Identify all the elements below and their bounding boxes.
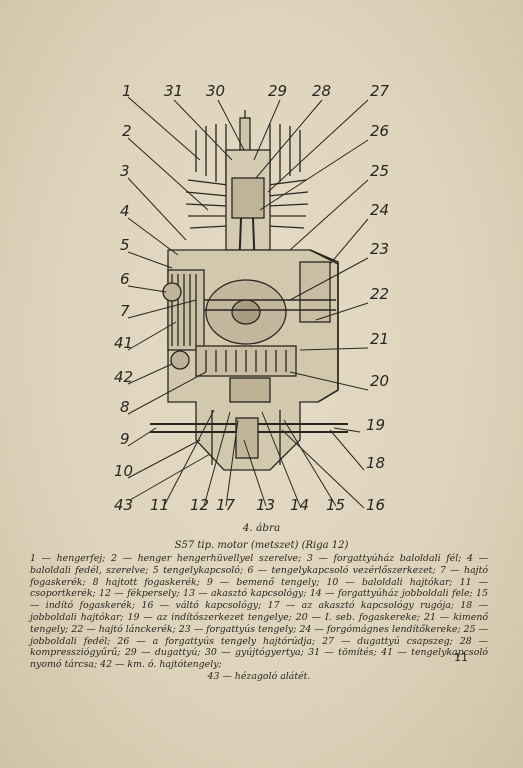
figure-subtitle: S57 tip. motor (metszet) (Riga 12) [174, 540, 349, 551]
label-left: 4 [120, 202, 130, 220]
label-right: 21 [370, 330, 389, 348]
legend-last-line: 43 — hézagoló alátét. [207, 670, 311, 682]
legend-body: 1 — hengerfej; 2 — henger hengerhüvellye… [30, 553, 488, 671]
label-right: 19 [366, 416, 385, 434]
label-left: 7 [120, 302, 130, 320]
label-bottom: 13 [256, 496, 275, 514]
label-right: 16 [366, 496, 385, 514]
spark-plug [239, 117, 251, 153]
label-top: 27 [370, 82, 390, 100]
label-bottom: 17 [216, 496, 236, 514]
label-right: 24 [370, 201, 389, 219]
gearbox [195, 345, 297, 403]
label-right: 20 [370, 372, 389, 390]
label-left: 42 [114, 368, 133, 386]
label-right: 23 [370, 240, 389, 258]
label-bottom: 12 [190, 496, 209, 514]
label-top: 29 [268, 82, 287, 100]
label-bottom: 11 [150, 496, 169, 514]
label-left: 3 [120, 162, 130, 180]
label-left: 41 [114, 334, 133, 352]
label-right: 25 [370, 162, 389, 180]
label-left: 6 [120, 270, 130, 288]
label-left: 5 [120, 236, 130, 254]
label-left: 8 [120, 398, 130, 416]
legend-text: 1 — hengerfej; 2 — henger hengerhüvellye… [30, 553, 488, 683]
engine-drawing [150, 110, 348, 471]
label-top: 30 [206, 82, 225, 100]
label-bottom: 14 [290, 496, 309, 514]
label-left: 2 [122, 122, 132, 140]
label-left: 10 [114, 462, 133, 480]
label-bottom: 15 [326, 496, 345, 514]
figure-labels: 1 2 3 4 5 6 7 41 42 8 9 10 43 31 30 29 2… [114, 82, 390, 514]
label-top: 28 [312, 82, 331, 100]
label-left: 43 [114, 496, 133, 514]
label-left: 9 [120, 430, 130, 448]
label-right: 22 [370, 285, 389, 303]
figure-caption: 4. ábra [242, 522, 281, 534]
leader-lines [127, 96, 369, 509]
label-right: 18 [366, 454, 385, 472]
label-left: 1 [122, 82, 132, 100]
engine-section-figure: 1 2 3 4 5 6 7 41 42 8 9 10 43 31 30 29 2… [114, 82, 390, 514]
label-top: 31 [164, 82, 183, 100]
clutch-pack [162, 269, 205, 351]
label-right: 26 [370, 122, 389, 140]
page-number: 11 [454, 651, 468, 664]
